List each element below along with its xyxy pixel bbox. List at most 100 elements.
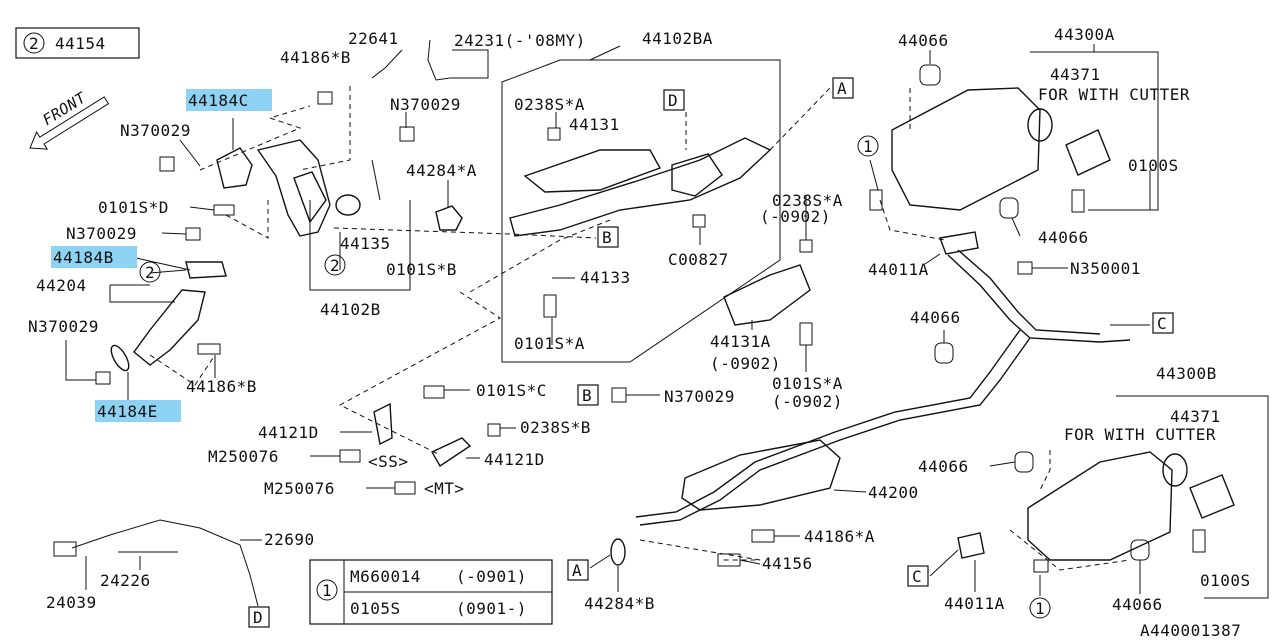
sensor-22690-assembly <box>53 519 251 576</box>
bolt-0101sd-icon <box>213 204 235 216</box>
callout-a-top-box <box>832 77 854 99</box>
marker-2-mid: 2 <box>330 256 340 275</box>
gasket-44284b-shape <box>610 538 626 566</box>
lead-0101sd <box>189 206 215 211</box>
label-44186a[interactable]: 44186*A <box>804 527 875 546</box>
label-44284a[interactable]: 44284*A <box>406 161 477 180</box>
label-44121d-a[interactable]: 44121D <box>258 423 319 442</box>
label-44131a[interactable]: 44131A <box>710 332 771 351</box>
label-44102b[interactable]: 44102B <box>320 300 381 319</box>
heatshield-44131-shape <box>523 149 662 193</box>
nut-n370029-top-icon <box>399 126 415 142</box>
marker-1-top-circle <box>857 135 879 157</box>
muffler-44300b-shape <box>1027 451 1173 561</box>
label-44121d-b[interactable]: 44121D <box>484 450 545 469</box>
label-24039[interactable]: 24039 <box>46 593 97 612</box>
lead-d-bottom <box>249 574 259 607</box>
label-44184b[interactable]: 44184B <box>53 248 114 267</box>
callout-a-top: A <box>837 79 847 98</box>
label-44186b-bot[interactable]: 44186*B <box>186 377 257 396</box>
label-0101sc[interactable]: 0101S*C <box>476 381 547 400</box>
label-44186b-top[interactable]: 44186*B <box>280 48 351 67</box>
hanger-44066-a-icon <box>919 64 941 86</box>
label-44066-a[interactable]: 44066 <box>898 31 949 50</box>
dash-8 <box>149 354 216 386</box>
label-22641[interactable]: 22641 <box>348 29 399 48</box>
nut-0238sa-icon <box>547 127 561 141</box>
label-c00827[interactable]: C00827 <box>668 250 729 269</box>
center-pipe-shape <box>509 137 772 237</box>
label-44133[interactable]: 44133 <box>580 268 631 287</box>
label-cutter-a: FOR WITH CUTTER <box>1038 85 1190 104</box>
callout-d-top: D <box>668 91 678 110</box>
bolt-44186b-low-icon <box>197 343 221 355</box>
muffler-44300a-shape <box>891 87 1041 211</box>
label-n370029-c[interactable]: N370029 <box>66 224 137 243</box>
center-catalyst-shape <box>671 153 723 197</box>
label-0100s-b[interactable]: 0100S <box>1200 571 1251 590</box>
callout-boxes: A D B B C A C D <box>248 77 1174 628</box>
front-arrow: FRONT <box>29 88 110 150</box>
nut-n350001-icon <box>1017 261 1033 275</box>
label-44300a[interactable]: 44300A <box>1054 25 1115 44</box>
bracket-44121d-b-shape <box>431 437 472 467</box>
label-0238sb[interactable]: 0238S*B <box>520 418 591 437</box>
label-44156[interactable]: 44156 <box>762 554 813 573</box>
connector-24039-icon <box>53 541 77 557</box>
front-catalyst-heatshield <box>293 171 327 224</box>
label-m250076-b[interactable]: M250076 <box>264 479 335 498</box>
callout-d-bottom-box <box>248 606 270 628</box>
label-0101sa-right[interactable]: 0101S*A <box>772 374 843 393</box>
label-44371-a[interactable]: 44371 <box>1050 65 1101 84</box>
lead-44102b <box>309 200 411 291</box>
lead-n370029-c <box>161 232 187 235</box>
rear-pipe-upper <box>947 249 1131 343</box>
lead-44066-b <box>1011 217 1021 237</box>
label-n370029-e[interactable]: N370029 <box>664 387 735 406</box>
label-0101sb[interactable]: 0101S*B <box>386 260 457 279</box>
label-44200[interactable]: 44200 <box>868 483 919 502</box>
label-n370029-b[interactable]: N370029 <box>390 95 461 114</box>
callout-a-bottom: A <box>572 561 582 580</box>
label-44300b[interactable]: 44300B <box>1156 364 1217 383</box>
dash-3 <box>333 227 597 239</box>
gasket-44011a-b-shape <box>957 532 985 559</box>
label-44066-d[interactable]: 44066 <box>918 457 969 476</box>
label-n350001[interactable]: N350001 <box>1070 259 1141 278</box>
label-24231[interactable]: 24231(-'08MY) <box>454 31 586 50</box>
label-44204[interactable]: 44204 <box>36 276 87 295</box>
label-44131[interactable]: 44131 <box>569 115 620 134</box>
legend-row-2-part[interactable]: 0105S <box>350 599 401 618</box>
label-44011a-a[interactable]: 44011A <box>868 260 929 279</box>
label-0101sd[interactable]: 0101S*D <box>98 198 169 217</box>
label-44066-c[interactable]: 44066 <box>910 308 961 327</box>
label-44011a-b[interactable]: 44011A <box>944 594 1005 613</box>
label-44066-e[interactable]: 44066 <box>1112 595 1163 614</box>
label-22690[interactable]: 22690 <box>264 530 315 549</box>
label-44184c[interactable]: 44184C <box>188 91 249 110</box>
label-0238sa-top[interactable]: 0238S*A <box>514 95 585 114</box>
bolt-1-top-icon <box>869 189 883 211</box>
lead-44200 <box>833 489 867 493</box>
label-0100s-a[interactable]: 0100S <box>1128 156 1179 175</box>
label-m250076-a[interactable]: M250076 <box>208 447 279 466</box>
label-0101sa-mid[interactable]: 0101S*A <box>514 334 585 353</box>
legend-top: 2 44154 <box>15 27 140 59</box>
label-44184e[interactable]: 44184E <box>97 402 158 421</box>
label-0238sa-right[interactable]: 0238S*A <box>772 191 843 210</box>
label-44135[interactable]: 44135 <box>340 234 391 253</box>
label-44102ba[interactable]: 44102BA <box>642 29 713 48</box>
label-44066-b[interactable]: 44066 <box>1038 228 1089 247</box>
label-44284b[interactable]: 44284*B <box>584 594 655 613</box>
legend-row-1-part[interactable]: M660014 <box>350 567 421 586</box>
nut-0238sb-icon <box>487 423 501 437</box>
bolt-0100s-b-icon <box>1192 529 1206 553</box>
label-n370029-a[interactable]: N370029 <box>120 121 191 140</box>
clamp-ring-shape <box>335 194 361 216</box>
label-24226[interactable]: 24226 <box>100 571 151 590</box>
hanger-44066-d-icon <box>1014 451 1034 473</box>
label-n370029-d[interactable]: N370029 <box>28 317 99 336</box>
label-44371-b[interactable]: 44371 <box>1170 407 1221 426</box>
